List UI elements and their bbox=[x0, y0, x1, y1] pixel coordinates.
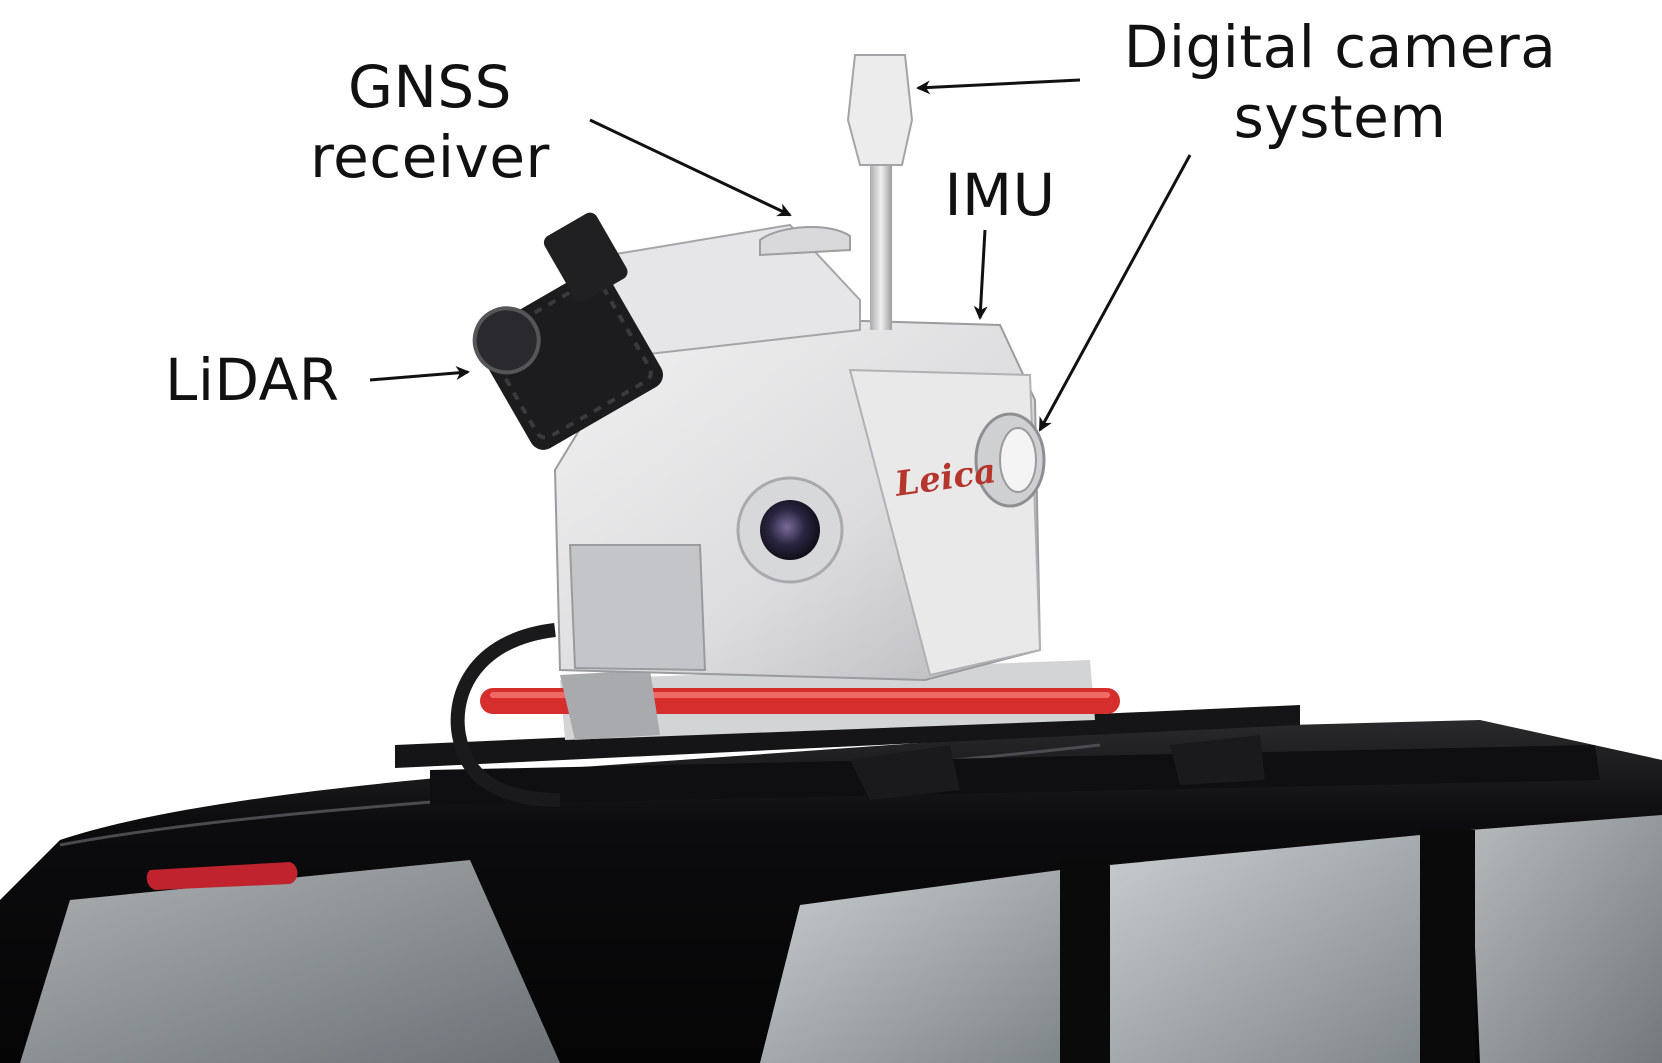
car-side-window-front bbox=[760, 870, 1060, 1063]
camera-pole bbox=[870, 140, 892, 330]
arrow-imu bbox=[973, 229, 988, 320]
gnss-receiver-label: GNSS receiver bbox=[300, 52, 560, 192]
annotation-arrows bbox=[369, 78, 1192, 432]
arrow-gnss bbox=[589, 118, 792, 217]
rack-foot-left bbox=[850, 745, 960, 800]
mapping-device bbox=[553, 54, 1046, 682]
lidar-lens bbox=[472, 306, 541, 375]
mount-clamp bbox=[560, 670, 660, 740]
lidar-label: LiDAR bbox=[165, 346, 340, 414]
arrow-lidar bbox=[369, 365, 470, 382]
camera-label-line-1: Digital camera bbox=[1123, 13, 1557, 81]
imu-label: IMU bbox=[944, 161, 1056, 229]
digital-camera-system-label: Digital camera system bbox=[1080, 12, 1600, 152]
car-pillar-b bbox=[1420, 830, 1475, 1063]
lidar-secondary bbox=[543, 212, 628, 302]
lidar-fins bbox=[486, 278, 653, 440]
gnss-label-line-1: GNSS bbox=[348, 53, 512, 121]
side-camera-face bbox=[999, 427, 1037, 493]
device-lower-block bbox=[568, 544, 707, 672]
rack-foot-right bbox=[1170, 735, 1265, 785]
gnss-label-line-2: receiver bbox=[310, 123, 550, 191]
rack-bar-front bbox=[430, 745, 1600, 805]
car-pillar bbox=[1060, 860, 1110, 1063]
car bbox=[0, 720, 1662, 1063]
car-side-window-rear bbox=[1470, 815, 1662, 1063]
car-rear-window bbox=[20, 860, 560, 1063]
cable bbox=[450, 623, 561, 807]
mount-platform bbox=[450, 623, 1120, 807]
car-side-window-mid bbox=[1110, 835, 1440, 1063]
front-camera-lens bbox=[760, 500, 820, 560]
lidar-unit bbox=[472, 212, 663, 450]
gnss-antenna bbox=[759, 226, 851, 257]
camera-label-line-2: system bbox=[1233, 83, 1447, 151]
arrow-camera-side bbox=[1038, 154, 1192, 432]
arrow-camera-top bbox=[916, 78, 1081, 95]
tail-light bbox=[146, 862, 298, 890]
top-camera-housing bbox=[846, 54, 914, 166]
